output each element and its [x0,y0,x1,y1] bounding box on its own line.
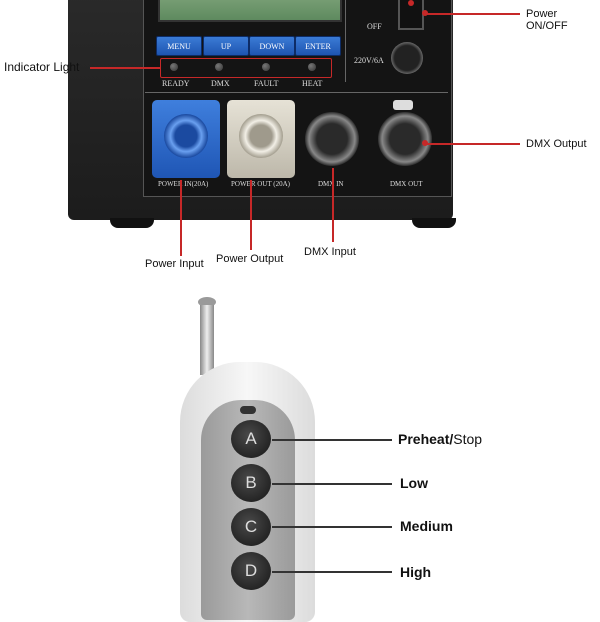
dmx-in-jack[interactable] [305,112,359,166]
high-label: High [400,564,432,580]
button-a-leader [272,439,392,441]
power-callout-line [425,13,520,15]
heat-led-icon [308,63,316,71]
dmx-latch-icon [393,100,413,110]
button-b-leader [272,483,392,485]
power-out-jack[interactable] [227,100,295,178]
remote-antenna[interactable] [200,305,214,375]
power-output-callout: Power Output [216,253,284,265]
panel-divider [145,92,448,93]
button-c-leader [272,526,392,528]
remote-button-c[interactable]: C [231,508,271,546]
power-in-label: POWER IN(20A) [158,180,209,188]
ready-label: READY [162,79,190,88]
power-callout-dot-icon [422,10,428,16]
menu-button[interactable]: MENU [156,36,202,56]
power-in-socket-icon [164,114,208,158]
dmx-input-callout: DMX Input [304,246,356,258]
device-foot-right [412,218,456,228]
indicator-callout-line [90,67,160,69]
dmx-out-jack[interactable] [378,112,432,166]
fuse-label: 220V/6A [354,56,384,65]
low-label: Low [400,475,428,491]
dmx-out-label: DMX OUT [390,180,423,188]
switch-dot-icon [408,0,414,6]
indicator-light-callout: Indicator Light [4,60,80,74]
switch-off-label: OFF [367,22,382,31]
down-button[interactable]: DOWN [249,36,295,56]
preheat-stop-label: Preheat/Stop [398,431,483,447]
power-on-off-callout: Power ON/OFF [526,8,568,32]
dmx-label: DMX [211,79,230,88]
dmx-input-callout-line [332,168,334,242]
dmx-led-icon [215,63,223,71]
dmx-output-dot-icon [422,140,428,146]
button-d-leader [272,571,392,573]
up-button[interactable]: UP [203,36,249,56]
ready-led-icon [170,63,178,71]
fuse-holder[interactable] [391,42,423,74]
power-input-callout: Power Input [145,258,204,270]
dmx-output-callout-line [425,143,520,145]
medium-label: Medium [400,518,453,534]
remote-button-a[interactable]: A [231,420,271,458]
fault-led-icon [262,63,270,71]
lcd-display [158,0,342,22]
power-section [345,0,446,82]
dmx-in-label: DMX IN [318,180,344,188]
remote-button-d[interactable]: D [231,552,271,590]
power-in-jack[interactable] [152,100,220,178]
heat-label: HEAT [302,79,323,88]
antenna-tip [198,297,216,307]
enter-button[interactable]: ENTER [295,36,341,56]
remote-button-b[interactable]: B [231,464,271,502]
dmx-output-callout: DMX Output [526,138,587,150]
indicator-highlight-box [160,58,332,78]
power-out-socket-icon [239,114,283,158]
power-out-label: POWER OUT (20A) [231,180,290,188]
power-switch[interactable] [398,0,424,30]
remote-led-icon [240,406,256,414]
device-foot-left [110,218,154,228]
power-input-callout-line [180,180,182,256]
power-output-callout-line [250,180,252,250]
fault-label: FAULT [254,79,279,88]
